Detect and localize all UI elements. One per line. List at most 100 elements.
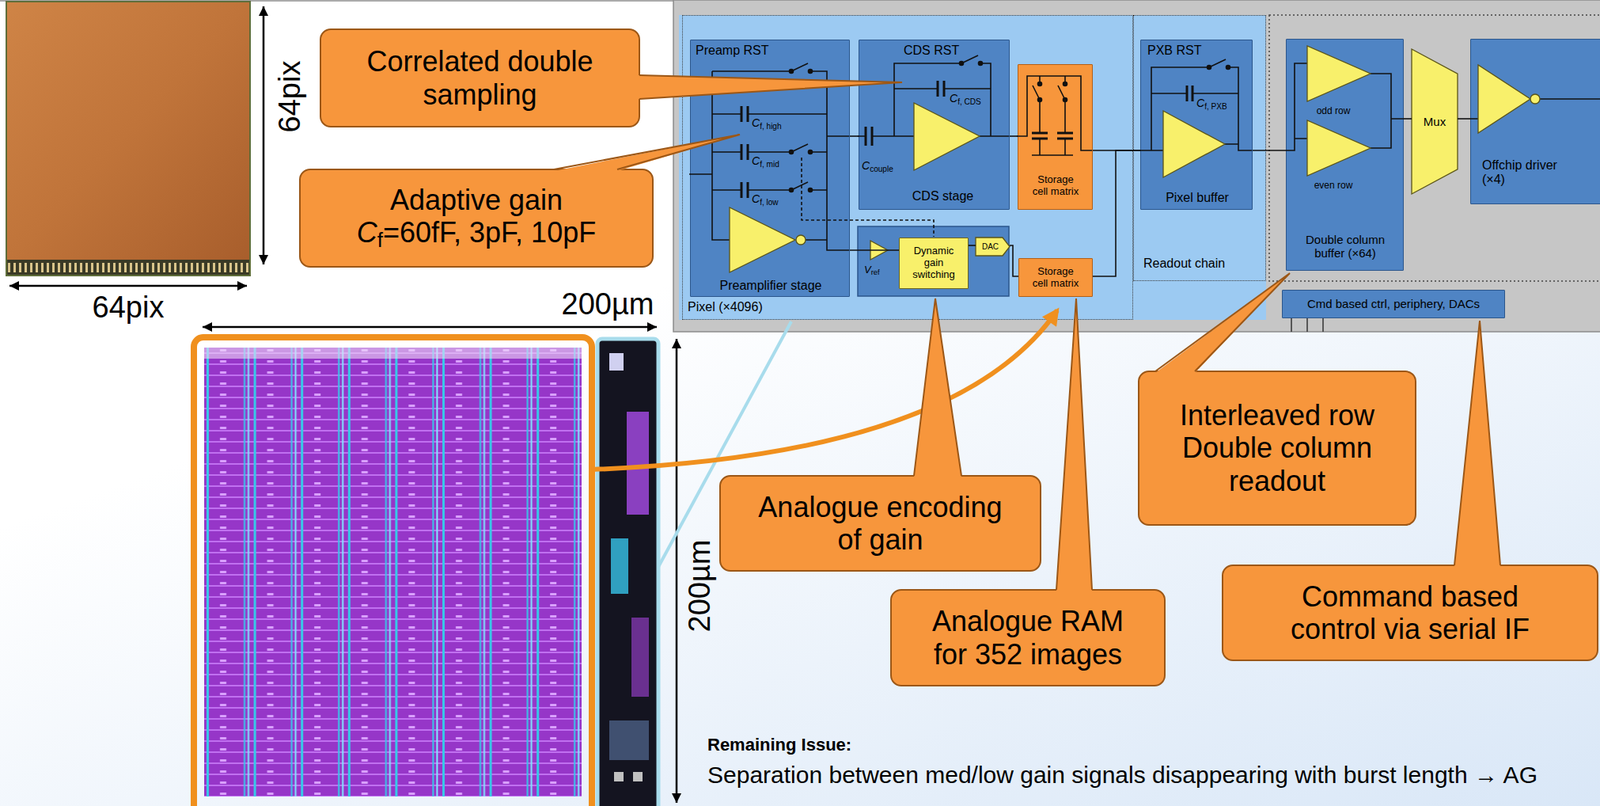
chip-photo <box>6 259 251 276</box>
block-text: Pixel (×4096) <box>687 299 846 315</box>
chip-block-panel <box>673 0 1600 332</box>
callout-tail <box>913 298 962 476</box>
label-holder: Ccouple <box>861 159 894 174</box>
block-text: Mux <box>1414 114 1455 129</box>
leader-line <box>591 310 1058 470</box>
chip-layout <box>609 352 624 371</box>
symbol-letter: C <box>356 216 378 249</box>
chip-block-panel <box>678 15 1267 320</box>
text-holder: Cmd based ctrl, periphery, DACs <box>1286 296 1501 311</box>
callout-text: Correlated double sampling <box>349 45 611 111</box>
callout-text: Command based control via serial IF <box>1275 580 1545 646</box>
value-text: =60fF, 3pF, 10pF <box>382 216 596 249</box>
chip-photo <box>6 1 251 263</box>
switch-symbol <box>808 188 813 193</box>
block-text: Double column buffer (×64) <box>1297 232 1393 261</box>
callout-text: Analogue RAM for 352 images <box>925 604 1131 671</box>
chip-layout <box>193 337 592 806</box>
callout-box: Analogue RAM for 352 images <box>890 588 1166 687</box>
dimension-label: 200µm <box>683 539 717 633</box>
dimension-arrow <box>9 284 247 288</box>
switch-symbol <box>808 69 813 74</box>
chip-layout <box>193 337 659 806</box>
component-label: Cf, PXB <box>1196 96 1228 111</box>
chip-layout <box>610 538 629 594</box>
dimension-label: 200µm <box>520 288 695 322</box>
symbol-block: Mux <box>1411 49 1458 194</box>
label-holder: Separation between med/low gain signals … <box>707 761 1538 788</box>
label-holder: 200µm <box>520 288 695 322</box>
symbol-letter: C <box>1196 96 1205 110</box>
chip-layout <box>204 347 582 797</box>
chip-layout <box>597 338 659 806</box>
text-holder: Analogue encoding of gain <box>750 490 1012 557</box>
symbol-letter: C <box>751 192 760 205</box>
note-text: Separation between med/low gain signals … <box>707 761 1538 788</box>
shape-outline <box>975 237 1010 256</box>
block-text: odd row <box>1297 106 1369 118</box>
symbol-letter: V <box>864 263 872 276</box>
chip-photo <box>6 1 251 276</box>
callout-text: Double column readout <box>1158 431 1396 497</box>
callout-tail <box>1056 298 1092 590</box>
component-label: Cf, high <box>751 116 782 131</box>
label-holder: 200µm <box>683 539 717 633</box>
block-text: Storage cell matrix <box>1031 265 1081 290</box>
dimension-arrow <box>202 326 657 329</box>
signal-wire <box>1457 117 1471 120</box>
signal-wire <box>849 249 899 251</box>
callout-tail <box>553 134 740 171</box>
block-text: Pixel buffer <box>1141 190 1254 205</box>
switch-symbol <box>1038 82 1043 87</box>
component-label: Ccouple <box>861 159 894 174</box>
dimension-arrow <box>9 6 677 803</box>
label-holder: 64pix <box>49 291 208 325</box>
callout-tail <box>1155 272 1290 373</box>
signal-wire <box>1009 245 1019 277</box>
block-text: PXB RST <box>1147 43 1227 58</box>
label-holder: Cf, mid <box>751 154 780 169</box>
callout-box: Correlated double sampling <box>319 28 641 128</box>
dimension-label: 64pix <box>273 60 308 133</box>
block-text: Offchip driver (×4) <box>1482 158 1574 188</box>
amplifier-symbol <box>729 45 1540 273</box>
switch-symbol <box>1063 82 1068 87</box>
block-text: Preamplifier stage <box>690 278 851 293</box>
text-holder: Double column readout <box>1158 431 1396 497</box>
signal-wire <box>849 135 859 137</box>
subscript: f, CDS <box>957 97 982 107</box>
chip-photo <box>6 1 251 276</box>
block-text: Dynamic gain switching <box>906 245 962 281</box>
symbol-block: DAC <box>975 237 1010 256</box>
text-holder: CDS RST <box>903 43 983 58</box>
callout-tail <box>1056 298 1092 592</box>
label-holder: Cf, high <box>751 116 782 131</box>
storage-block: Storage cell matrix <box>1018 257 1093 297</box>
block-text: DAC <box>978 242 1003 252</box>
text-holder: Adaptive gain <box>318 183 635 217</box>
callout-tail <box>1454 320 1501 567</box>
subscript: f, PXB <box>1204 102 1228 111</box>
subscript: f, low <box>759 197 779 207</box>
chip-block-panel <box>1291 318 1324 332</box>
chip-layout <box>626 411 649 515</box>
dimension-label: 64pix <box>49 291 208 325</box>
signal-label: Vref <box>864 264 880 277</box>
chip-block-panel <box>857 226 1009 296</box>
signal-wire <box>1403 117 1412 120</box>
switch-symbol <box>978 61 983 66</box>
label-holder: Cf, low <box>751 192 779 207</box>
block-text: even row <box>1297 180 1369 192</box>
block-text: Readout chain <box>1143 256 1263 271</box>
signal-wire <box>1009 135 1018 137</box>
text-holder: Analogue RAM for 352 images <box>925 604 1131 671</box>
circuit-block: PXB RST Pixel buffer <box>1140 39 1253 210</box>
callout-text: Interleaved row <box>1150 398 1404 432</box>
component-label: Cf, CDS <box>949 91 982 107</box>
block-text: Preamp RST <box>695 43 791 58</box>
chip-layout <box>609 720 649 760</box>
text-holder: DAC <box>978 242 1003 252</box>
callout-box: Command based control via serial IF <box>1221 564 1599 661</box>
label-holder: Remaining Issue: <box>707 734 852 755</box>
